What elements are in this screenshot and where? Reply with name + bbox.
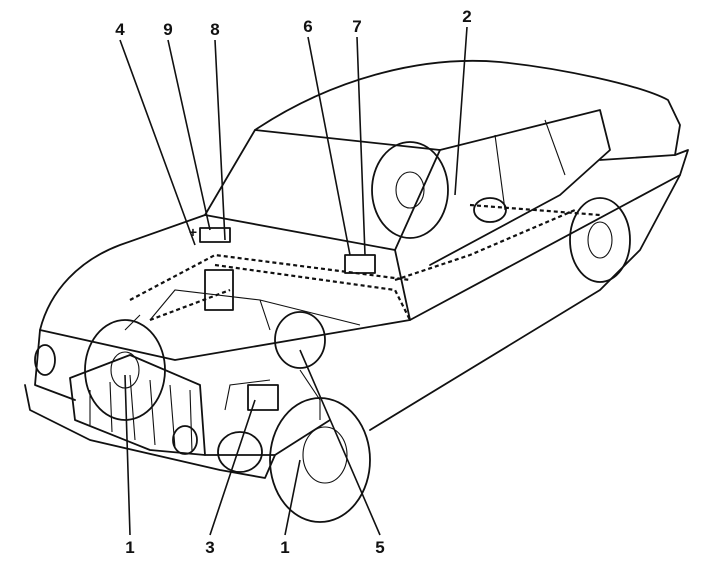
callout-8: 8 xyxy=(210,20,220,39)
car-roof xyxy=(254,59,681,161)
spare-wheel xyxy=(371,141,449,239)
callout-2: 2 xyxy=(462,7,472,26)
callout-1-front-left: 1 xyxy=(125,538,135,557)
front-bumper xyxy=(24,384,276,479)
brake-fluid-reservoir xyxy=(204,269,234,311)
front-left-wheel xyxy=(84,319,166,421)
battery-plus-symbol: + xyxy=(188,224,198,240)
wiring-harness xyxy=(129,203,601,322)
side-windows xyxy=(429,109,611,266)
callout-1-front-right: 1 xyxy=(280,538,290,557)
callout-5: 5 xyxy=(375,538,385,557)
callout-6: 6 xyxy=(303,17,313,36)
hydraulic-unit xyxy=(247,384,279,411)
callout-4: 4 xyxy=(115,20,125,39)
callout-3: 3 xyxy=(205,538,215,557)
windshield xyxy=(204,129,441,251)
rear-wheel xyxy=(569,197,631,283)
car-side xyxy=(394,149,689,321)
leader-lines xyxy=(119,26,468,536)
callout-7: 7 xyxy=(352,17,362,36)
callout-9: 9 xyxy=(163,20,173,39)
brake-booster xyxy=(274,311,326,369)
